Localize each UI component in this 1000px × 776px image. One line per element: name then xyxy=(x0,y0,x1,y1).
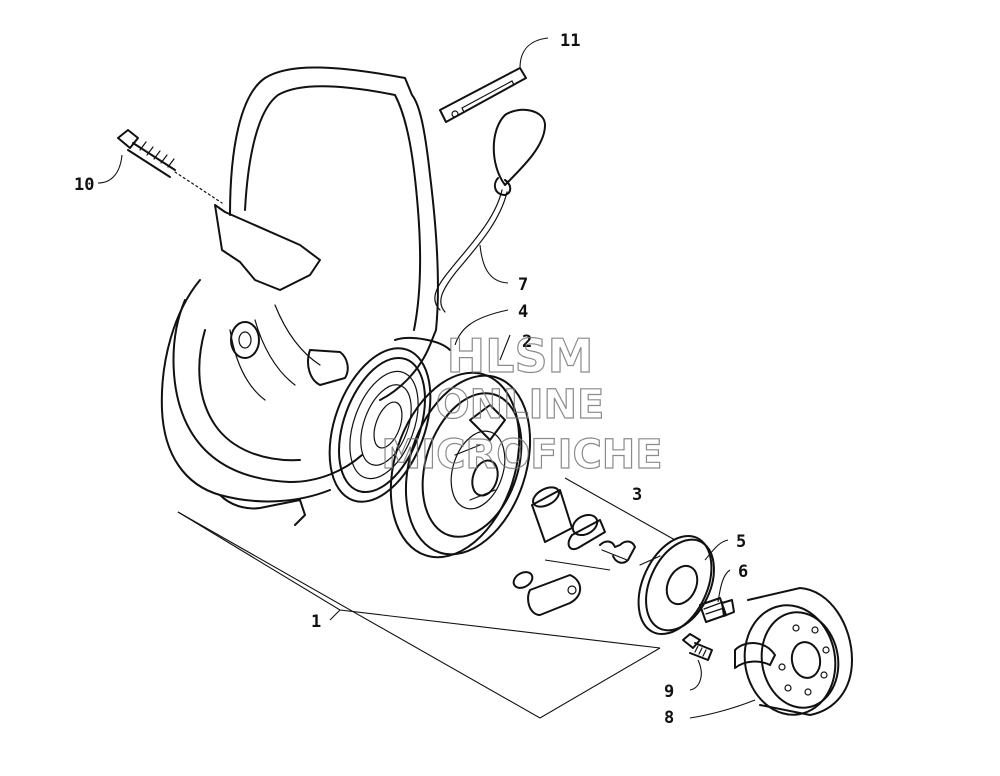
watermark-line2: ONLINE xyxy=(436,382,605,428)
flywheel-cup-8 xyxy=(734,587,853,716)
callout-labels: 1 2 3 4 5 6 7 8 9 10 11 xyxy=(74,31,748,728)
recoil-spring-4 xyxy=(328,337,451,503)
callout-9: 9 xyxy=(664,682,674,702)
callout-2: 2 xyxy=(522,332,532,352)
callout-10: 10 xyxy=(74,175,94,195)
callout-7: 7 xyxy=(518,275,528,295)
cam-plate-5 xyxy=(637,534,715,636)
callout-5: 5 xyxy=(736,532,746,552)
watermark-line3: MICROFICHE xyxy=(381,432,662,478)
callout-4: 4 xyxy=(518,302,528,322)
callout-8: 8 xyxy=(664,708,674,728)
callout-3: 3 xyxy=(632,485,642,505)
leader-lines xyxy=(97,37,756,719)
starter-rope-7 xyxy=(434,108,546,313)
bolt-9 xyxy=(682,633,713,661)
callout-1: 1 xyxy=(311,612,321,632)
starter-housing xyxy=(160,66,439,526)
watermark-line1: HLSM xyxy=(447,329,594,383)
callout-11: 11 xyxy=(560,31,580,51)
pulley-2 xyxy=(389,371,532,559)
bolt-10 xyxy=(117,129,223,204)
bolt-6 xyxy=(699,597,735,623)
watermark: HLSM ONLINE MICROFICHE xyxy=(381,328,663,478)
callout-6: 6 xyxy=(738,562,748,582)
pawl-assembly-3 xyxy=(512,477,676,616)
handle-plate-11 xyxy=(439,67,527,123)
